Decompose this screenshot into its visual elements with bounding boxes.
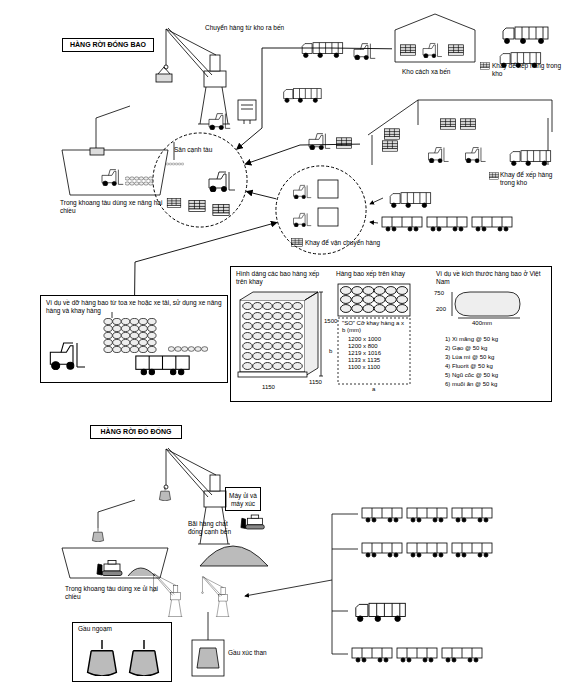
dimension-label: 1200 x 1000	[348, 336, 408, 343]
node-text: Kho cách xa bến	[402, 68, 462, 76]
section-title: HÀNG RỜI ĐÓNG BAO	[62, 38, 154, 52]
dimension-label: 6) muối ăn @ 50 kg	[445, 381, 545, 388]
dimension-label: 3) Lúa mì @ 50 kg	[445, 354, 545, 361]
node-text: Hàng bao xếp trên khay	[336, 270, 416, 278]
dimension-label: 1150	[262, 384, 286, 391]
flow-arrow	[237, 48, 392, 149]
hold-group: Trong khoang tàu dùng xe ủi hai chiều	[55, 505, 175, 603]
warehouse-group: Khay để xếp hàng trong kho	[360, 95, 560, 190]
ship-hold-forklift	[62, 106, 168, 195]
dimension-label: b	[329, 348, 337, 355]
equipment-box: Gầu ngoạm	[72, 622, 172, 682]
node-text: Gầu xúc than	[228, 649, 283, 657]
edge-label: Chuyển hàng từ kho ra bến	[205, 24, 315, 32]
stockpile-group: Bãi hàng chất đống cạnh bến	[185, 520, 270, 568]
node-text: Máy ủi và máy xúc	[227, 492, 259, 507]
flow-arrow	[135, 222, 277, 295]
equipment-group: Gầu xúc than	[188, 635, 283, 680]
section-title: HÀNG RỜI ĐỔ ĐỐNG	[90, 425, 182, 439]
node-text: Sân cạnh tàu	[174, 146, 229, 154]
dimension-label: 1500	[324, 318, 344, 325]
node-text: Khay để vận chuyển hàng	[305, 239, 383, 247]
node-text: HÀNG RỜI ĐÓNG BAO	[63, 39, 153, 51]
node-text: Bãi hàng chất đống cạnh bến	[188, 520, 236, 535]
dimension-label: 1219 x 1016	[348, 350, 408, 357]
near-warehouse	[309, 100, 552, 179]
dimension-label: 5) Ngũ cốc @ 50 kg	[445, 372, 545, 379]
dimension-label: 1150	[309, 379, 333, 386]
dimension-label: 4) Fluorit @ 50 kg	[445, 363, 545, 370]
bulk-vehicles	[245, 508, 492, 662]
transfer-area	[291, 180, 512, 246]
equipment-box: Máy ủi và máy xúc	[225, 487, 261, 511]
circle-outline	[153, 133, 247, 227]
node-text: Ví dụ về dỡ hàng bao từ toa xe hoặc xe t…	[46, 299, 222, 314]
dimension-label: 1100 x 1100	[348, 364, 408, 371]
node-text: Khay để xếp hàng trong kho	[492, 62, 564, 77]
node-text: Hình dáng các bao hàng xếp trên khay	[236, 270, 326, 285]
area-circle: Sân cạnh tàu	[152, 132, 248, 228]
quay-crane	[156, 28, 230, 124]
dimension-label: a	[372, 386, 380, 393]
unloading-example	[50, 312, 208, 375]
dimension-label: 2) Gạo @ 50 kg	[445, 345, 545, 352]
hold-group: Trong khoang tàu dùng xe nâng hai chiều	[52, 125, 177, 217]
dimension-label: "SO" Cỡ khay hàng a x b (mm)	[342, 320, 408, 334]
area-circle: Khay để vận chuyển hàng	[275, 165, 367, 255]
node-text: Khay để xếp hàng trong kho	[500, 171, 560, 186]
flow-arrow	[245, 144, 360, 164]
dimension-label: 1) Xi măng @ 50 kg	[445, 336, 545, 343]
dimension-label: 1200 x 800	[348, 343, 408, 350]
node-text: HÀNG RỜI ĐỔ ĐỐNG	[91, 426, 181, 438]
node-text: Trong khoang tàu dùng xe nâng hai chiều	[60, 199, 172, 214]
dimension-label: 1133 x 1135	[348, 357, 408, 364]
warehouse-group: Kho cách xa bến Khay để xếp hàng trong kh…	[392, 12, 574, 88]
node-text: Ví dụ về kích thước hàng bao ở Việt Nam	[436, 270, 546, 285]
info-panel: Hình dáng các bao hàng xếp trên khay Hàng…	[230, 266, 552, 402]
far-warehouse	[302, 14, 548, 69]
dimension-label: 750	[434, 290, 454, 297]
node-text: Gầu ngoạm	[78, 625, 158, 633]
node-text: Trong khoang tàu dùng xe ủi hai chiều	[65, 585, 175, 600]
stockpile	[153, 515, 268, 617]
flow-arrow	[247, 192, 277, 199]
ship-hold-bulldozer	[62, 500, 168, 578]
dimension-label: 400mm	[472, 320, 512, 327]
dimension-label: 200	[436, 306, 456, 313]
info-panel: Ví dụ về dỡ hàng bao từ toa xe hoặc xe t…	[40, 295, 228, 383]
